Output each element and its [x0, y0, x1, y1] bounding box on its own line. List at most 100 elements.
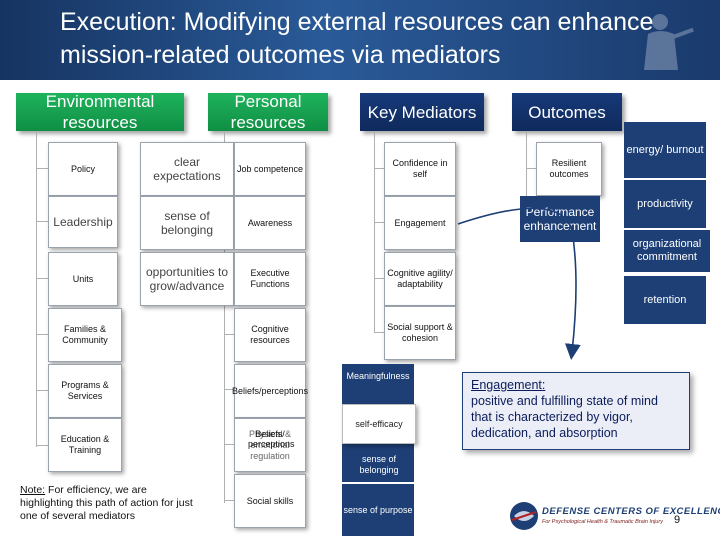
- note: Note: For efficiency, we are highlightin…: [20, 484, 200, 523]
- mediator-sense-of-purpose: sense of purpose: [342, 484, 414, 536]
- env-item-label: Families & Community: [62, 324, 108, 345]
- mediator-label: Confidence in self: [392, 158, 448, 179]
- mediator-label: Engagement: [394, 217, 446, 228]
- option-label: sense of belonging: [160, 209, 214, 237]
- personal-item-label: Job competence: [236, 163, 304, 174]
- personal-item-label: Beliefs/perceptions: [231, 385, 309, 396]
- env-item-label: Programs & Services: [61, 380, 109, 401]
- personal-resources-header: Personal resources: [208, 92, 328, 132]
- outcome-label: Resilient outcomes: [549, 158, 589, 179]
- option-sense-of-belonging: sense of belonging: [140, 196, 234, 250]
- personal-item-label: Physical & emotional regulation: [248, 428, 292, 461]
- mediator-sense-of-belonging: sense of belonging: [346, 454, 412, 476]
- slide-header: Execution: Modifying external resources …: [0, 0, 720, 80]
- mediator-confidence: Confidence in self: [384, 142, 456, 196]
- pers-branch-6: [224, 444, 234, 445]
- env-branch-5: [36, 390, 48, 391]
- outcome-performance: Performance enhancement: [520, 196, 600, 242]
- popup-label: self-efficacy: [355, 418, 403, 429]
- env-branch-6: [36, 445, 48, 446]
- option-label: opportunities to grow/advance: [145, 265, 229, 293]
- logo-name: DEFENSE CENTERS OF EXCELLENCE: [542, 506, 720, 517]
- dark-tile-label: organizational commitment: [632, 238, 702, 263]
- header-background: [0, 0, 720, 80]
- outcome-organizational-commitment: organizational commitment: [624, 230, 710, 272]
- personal-item-awareness: Awareness: [234, 196, 306, 250]
- mediators-tree-line: [374, 131, 375, 333]
- personal-item-beliefs: Beliefs/perceptions: [231, 364, 309, 418]
- dark-tile-label: retention: [643, 293, 687, 306]
- env-item-leadership: Leadership: [48, 196, 118, 248]
- personal-item-label: Social skills: [246, 495, 294, 506]
- env-item-label: Policy: [70, 163, 95, 174]
- mediators-header-label: Key Mediators: [367, 102, 477, 122]
- note-text: For efficiency, we are highlighting this…: [20, 484, 193, 522]
- env-branch-2: [36, 221, 48, 222]
- env-item-units: Units: [48, 252, 118, 306]
- outcome-productivity: productivity: [624, 180, 706, 228]
- engagement-definition: Engagement: positive and fulfilling stat…: [462, 372, 690, 450]
- env-branch-1: [36, 168, 48, 169]
- option-label: clear expectations: [153, 155, 221, 183]
- mediator-cognitive-agility: Cognitive agility/ adaptability: [384, 252, 456, 306]
- page-number: 9: [674, 514, 681, 526]
- pers-branch-7: [224, 500, 234, 501]
- dcoe-emblem-icon: [510, 502, 538, 530]
- env-item-label: Units: [72, 273, 94, 284]
- outcomes-tree-line: [526, 131, 527, 225]
- mediator-self-efficacy: self-efficacy: [342, 404, 416, 444]
- dark-tile-label: Meaningfulness: [346, 371, 410, 381]
- outcome-resilient: Resilient outcomes: [536, 142, 602, 196]
- env-item-families: Families & Community: [48, 308, 122, 362]
- option-clear-expectations: clear expectations: [140, 142, 234, 196]
- env-item-label: Leadership: [53, 214, 113, 229]
- dcoe-logo: DEFENSE CENTERS OF EXCELLENCE For Psycho…: [508, 500, 720, 534]
- out-branch-1: [526, 168, 536, 169]
- environmental-header-label: Environmental resources: [45, 92, 155, 132]
- med-branch-2: [374, 222, 384, 223]
- dark-tile-label: sense of purpose: [343, 504, 413, 515]
- dark-tile-label: sense of belonging: [359, 454, 399, 475]
- beliefs-overlay-text: Beliefs/ perceptions: [248, 429, 295, 449]
- engagement-arrow-icon: [457, 207, 581, 360]
- personal-item-cognitive-resources: Cognitive resources: [234, 308, 306, 362]
- med-branch-4: [374, 332, 384, 333]
- key-mediators-header: Key Mediators: [360, 93, 484, 131]
- note-label: Note:: [20, 484, 46, 496]
- env-tree-line: [36, 131, 37, 447]
- environmental-resources-header: Environmental resources: [16, 92, 184, 132]
- mediator-label: Social support & cohesion: [387, 322, 453, 343]
- env-item-policy: Policy: [48, 142, 118, 196]
- outcome-energy-burnout: energy/ burnout: [624, 122, 706, 178]
- med-branch-3: [374, 278, 384, 279]
- logo-tagline: For Psychological Health & Traumatic Bra…: [542, 519, 663, 525]
- env-branch-3: [36, 278, 48, 279]
- outcome-retention: retention: [624, 276, 706, 324]
- outcomes-header: Outcomes: [512, 93, 622, 131]
- env-item-programs: Programs & Services: [48, 364, 122, 418]
- personal-item-executive-functions: Executive Functions: [234, 252, 306, 306]
- personal-item-social-skills: Social skills: [234, 474, 306, 528]
- personal-item-job-competence: Job competence: [234, 142, 306, 196]
- engagement-text: positive and fulfilling state of mind th…: [471, 394, 658, 440]
- dark-tile-label: productivity: [637, 197, 693, 210]
- personal-header-label: Personal resources: [230, 92, 306, 132]
- option-opportunities: opportunities to grow/advance: [140, 252, 234, 306]
- pers-branch-4: [224, 334, 234, 335]
- soldier-watermark-icon: [644, 14, 694, 70]
- med-branch-1: [374, 168, 384, 169]
- personal-item-label: Awareness: [247, 217, 293, 228]
- engagement-term: Engagement:: [471, 378, 546, 392]
- mediator-engagement: Engagement: [384, 196, 456, 250]
- mediator-social-support: Social support & cohesion: [384, 306, 456, 360]
- personal-tree-line: [224, 131, 225, 503]
- slide-title: Execution: Modifying external resources …: [60, 8, 654, 69]
- mediator-meaningfulness: Meaningfulness: [342, 364, 414, 392]
- mediator-label: Cognitive agility/ adaptability: [387, 268, 453, 289]
- env-branch-4: [36, 334, 48, 335]
- dark-tile-label: energy/ burnout: [626, 143, 704, 156]
- personal-item-regulation: Physical & emotional regulation: [234, 418, 306, 472]
- env-item-education: Education & Training: [48, 418, 122, 472]
- outcomes-header-label: Outcomes: [528, 102, 606, 122]
- env-item-label: Education & Training: [60, 434, 110, 455]
